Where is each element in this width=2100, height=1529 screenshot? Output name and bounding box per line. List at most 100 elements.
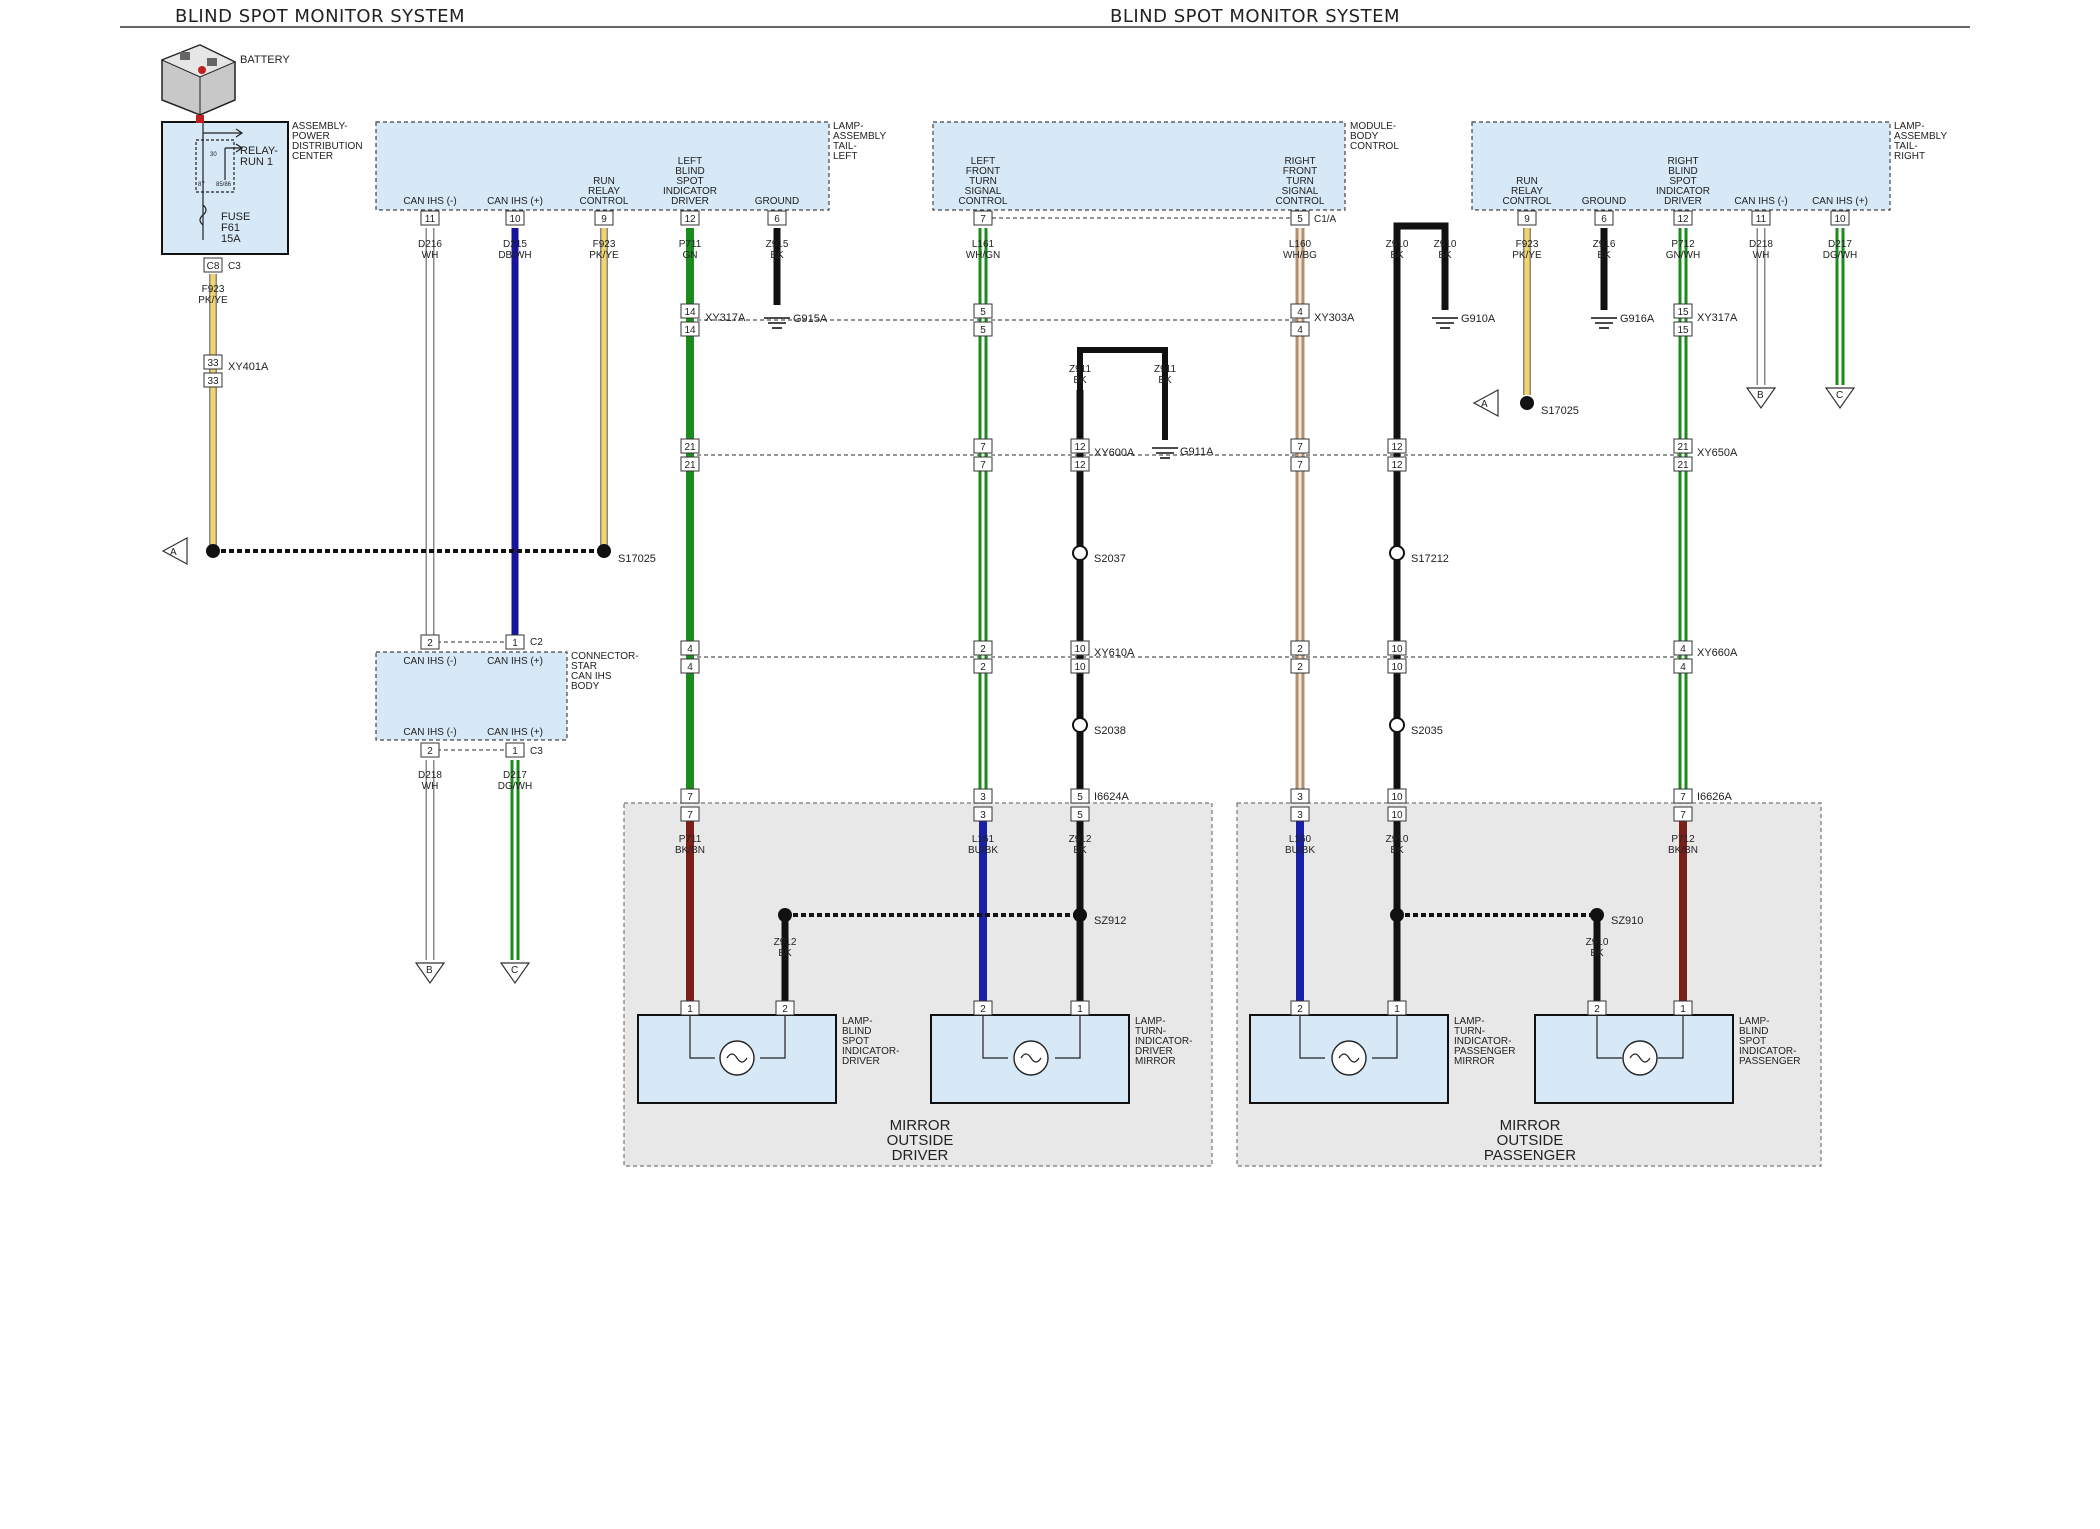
inline-pin-box (203, 354, 223, 370)
lamp-tail-left-name: ASSEMBLY (833, 131, 886, 142)
inline-pin-box (973, 806, 993, 822)
connector-star-can-ihs-body-box (375, 651, 568, 741)
inline-pin-box (1070, 640, 1090, 656)
svg-text:G911A: G911A (1180, 446, 1214, 458)
inline-pin-number: 33 (207, 376, 219, 387)
inline-pin-box (973, 321, 993, 337)
wire-id: L161 (972, 834, 995, 845)
wire-id: Z910 (1434, 239, 1457, 250)
svg-text:C: C (511, 965, 518, 976)
inline-pin-box (1070, 456, 1090, 472)
offpage-labels: A A B C B C (170, 390, 1843, 976)
inline-pin-box (680, 806, 700, 822)
pin-number: 5 (1297, 214, 1303, 225)
mirror-group-label: DRIVER (892, 1147, 949, 1164)
lamp-name: LAMP- (1454, 1016, 1485, 1027)
inline-pin-number: 3 (980, 792, 986, 803)
wire-color: WH/BG (1283, 250, 1317, 261)
pin-number: 10 (509, 214, 521, 225)
pin-label: CAN IHS (+) (1812, 196, 1868, 207)
lamp-pin-box (1387, 1000, 1407, 1016)
inline-pin-number: 4 (687, 644, 693, 655)
pin-label: CONTROL (1503, 196, 1552, 207)
svg-text:S2038: S2038 (1094, 725, 1126, 737)
wire-color: BK (1073, 845, 1087, 856)
lamp-pin-box (775, 1000, 795, 1016)
inline-pin-number: 4 (1680, 662, 1686, 673)
inline-pin-number: 7 (980, 460, 986, 471)
wire-color: BU/BK (968, 845, 998, 856)
wire-id: P712 (1671, 834, 1695, 845)
wire-color: GN (683, 250, 698, 261)
ground-labels: G915A G910A G916A G911A (793, 313, 1655, 458)
inline-pin-number: 10 (1074, 644, 1086, 655)
lamp-name: DRIVER (1135, 1046, 1173, 1057)
svg-text:XY303A: XY303A (1314, 312, 1355, 324)
wire-id: Z915 (766, 239, 789, 250)
inline-pin-box (1387, 788, 1407, 804)
inline-pin-number: 7 (1297, 442, 1303, 453)
wire-id: F923 (202, 284, 225, 295)
wire-id: F923 (1516, 239, 1539, 250)
lamp-name: PASSENGER (1739, 1056, 1801, 1067)
wire-color: BK (1590, 948, 1604, 959)
inline-pin-number: 7 (1680, 810, 1686, 821)
pin-label: DRIVER (671, 196, 709, 207)
mirror-group-label: OUTSIDE (1497, 1132, 1564, 1149)
svg-text:I6626A: I6626A (1697, 791, 1733, 803)
pin-number: 12 (684, 214, 696, 225)
pin-label: SIGNAL (965, 186, 1002, 197)
pin-box (505, 634, 525, 650)
inline-pin-number: 5 (1077, 792, 1083, 803)
inline-pin-box (1387, 658, 1407, 674)
svg-text:DISTRIBUTION: DISTRIBUTION (292, 141, 363, 152)
lamp-tail-right-name: ASSEMBLY (1894, 131, 1947, 142)
pin-label: RUN (1516, 176, 1538, 187)
lamp-name: INDICATOR- (1739, 1046, 1796, 1057)
wire-color: DG/WH (498, 781, 532, 792)
inline-pin-box (680, 303, 700, 319)
bulb-filaments (726, 1053, 1651, 1063)
lamp-pin: 2 (1594, 1004, 1600, 1015)
connector-id: C1/A (1314, 214, 1337, 225)
svg-text:ASSEMBLY-: ASSEMBLY- (292, 121, 348, 132)
pin-label: LEFT (678, 156, 702, 167)
inline-connector-labels: XY317A XY317A XY401A XY303A XY600A XY650… (228, 312, 1738, 803)
pin-label: BLIND (1668, 166, 1697, 177)
lamp-name: MIRROR (1135, 1056, 1176, 1067)
body-control-name: MODULE- (1350, 121, 1396, 132)
wire-id: Z912 (774, 937, 797, 948)
pin-number: 2 (427, 746, 433, 757)
wire-id: Z911 (1154, 364, 1176, 375)
lamp-pin: 1 (687, 1004, 693, 1015)
wire-color: BK (1390, 250, 1404, 261)
inline-pin-box (1290, 640, 1310, 656)
pin-box (1751, 210, 1771, 226)
svg-text:S17212: S17212 (1411, 553, 1449, 565)
pin-label: DRIVER (1664, 196, 1702, 207)
pin-box (420, 210, 440, 226)
pin-label: BLIND (675, 166, 704, 177)
inline-pin-box (1673, 658, 1693, 674)
wire-color: GN/WH (1666, 250, 1700, 261)
inline-pin-number: 4 (1297, 307, 1303, 318)
pin-number: 10 (1834, 214, 1846, 225)
inline-pin-number: 7 (687, 792, 693, 803)
lamp-pin: 1 (1077, 1004, 1083, 1015)
splice-labels: S17025 S17025 S2037 S2038 SZ912 S17212 S… (618, 405, 1643, 927)
inline-pin-number: 4 (687, 662, 693, 673)
svg-text:G916A: G916A (1620, 313, 1655, 325)
power-distribution-center-box (161, 121, 289, 255)
pin-label: SPOT (1669, 176, 1696, 187)
svg-text:87: 87 (198, 182, 205, 188)
lamp-pin-box (1587, 1000, 1607, 1016)
svg-text:S17025: S17025 (1541, 405, 1579, 417)
inline-pin-box (1387, 640, 1407, 656)
star-connector-name: CONNECTOR- (571, 651, 639, 662)
pin-box (1290, 210, 1310, 226)
lamp-boxes (637, 1014, 1734, 1104)
body-control-name: BODY (1350, 131, 1379, 142)
inline-pin-box (1387, 456, 1407, 472)
pin-box (203, 257, 223, 273)
pin-number: 12 (1677, 214, 1689, 225)
